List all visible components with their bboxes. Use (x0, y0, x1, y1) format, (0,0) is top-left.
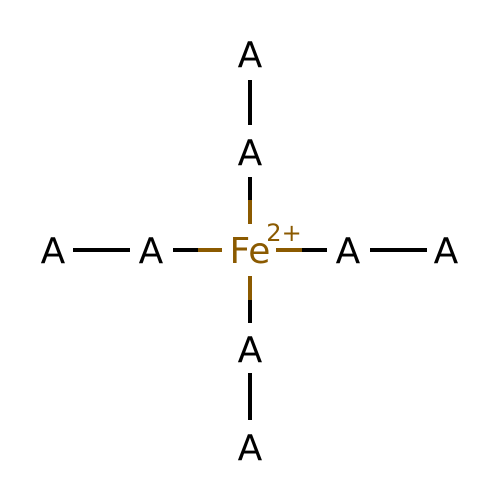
ligand-right-inner: A (336, 231, 361, 272)
ligand-bottom-outer: A (238, 428, 263, 469)
ligand-top-inner: A (238, 133, 263, 174)
ligand-bottom-inner: A (238, 330, 263, 371)
bonds (73, 80, 427, 420)
center-charge-label: 2+ (266, 219, 301, 247)
ligand-left-inner: A (139, 231, 164, 272)
ligand-right-outer: A (434, 231, 459, 272)
center-atom-label: Fe (230, 231, 271, 272)
atoms: Fe 2+ A A A A A A A A (41, 35, 459, 469)
ligand-top-outer: A (238, 35, 263, 76)
ligand-left-outer: A (41, 231, 66, 272)
